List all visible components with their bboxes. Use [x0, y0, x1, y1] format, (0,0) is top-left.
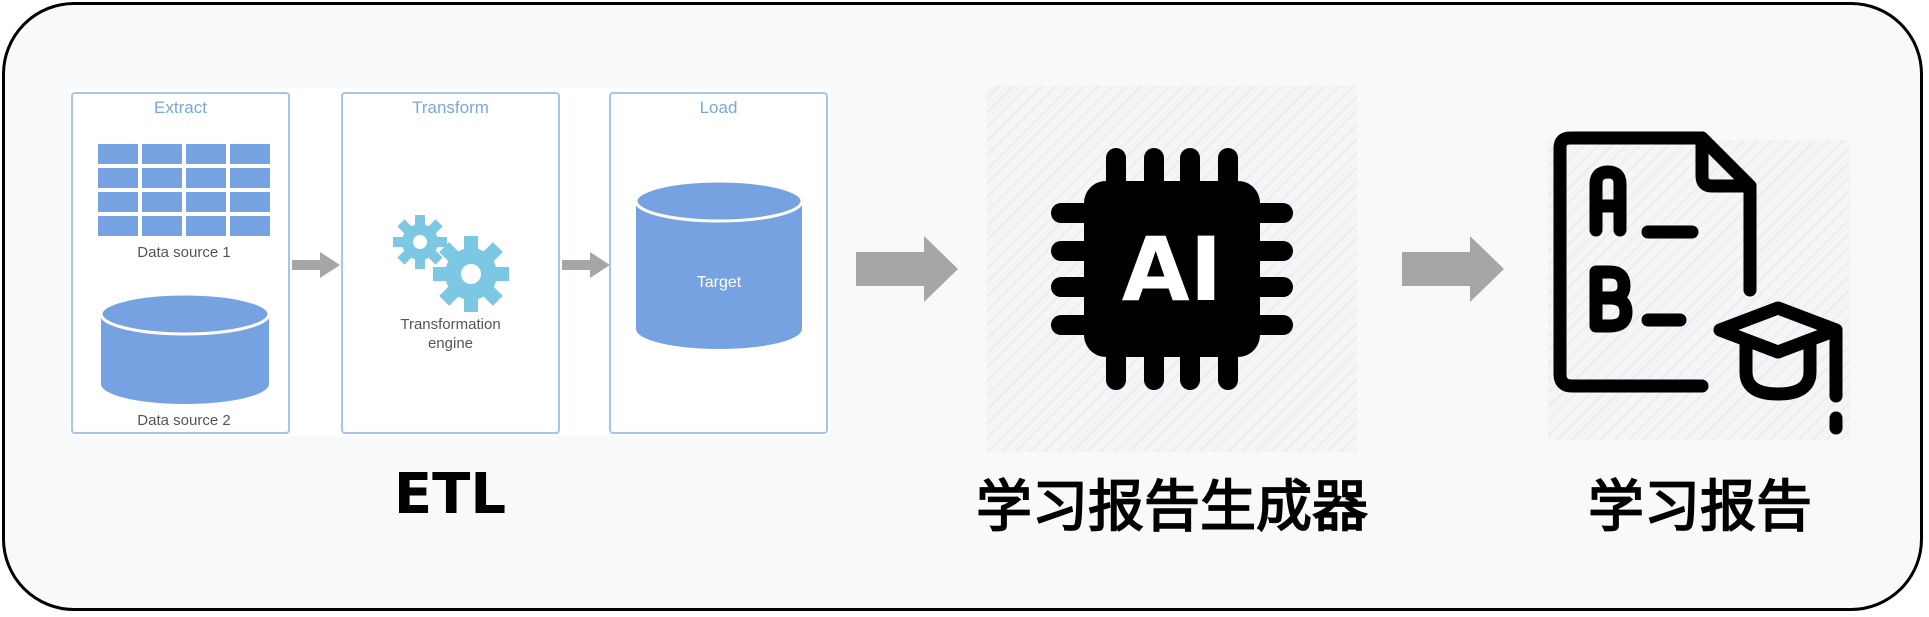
arrow-extract-to-transform-icon: [292, 252, 340, 278]
ai-chip-text: AI: [1122, 218, 1223, 321]
report-document-icon: [1553, 131, 1843, 435]
ai-generator-label: 学习报告生成器: [976, 475, 1368, 540]
data-source-2-label: Data source 2: [137, 412, 231, 429]
transformation-engine-line1: Transformation: [400, 316, 501, 333]
data-source-1-label: Data source 1: [137, 244, 231, 261]
etl-label: ETL: [393, 462, 507, 527]
arrow-ai-to-report-icon: [1402, 236, 1504, 302]
arrow-etl-to-ai-icon: [856, 236, 958, 302]
arrow-transform-to-load-icon: [562, 252, 610, 278]
gears-icon: [393, 215, 509, 312]
ai-chip-icon: AI: [1051, 148, 1293, 390]
data-source-1-table-icon: [98, 144, 270, 236]
transformation-engine-label: Transformation engine: [345, 315, 556, 353]
report-label: 学习报告: [1588, 475, 1812, 540]
transformation-engine-line2: engine: [427, 335, 474, 352]
target-database-icon: [634, 179, 804, 349]
transform-title: Transform: [412, 98, 489, 117]
load-title: Load: [699, 98, 738, 117]
target-label: Target: [696, 274, 742, 291]
extract-title: Extract: [154, 98, 207, 117]
data-source-2-database-icon: [99, 292, 271, 404]
